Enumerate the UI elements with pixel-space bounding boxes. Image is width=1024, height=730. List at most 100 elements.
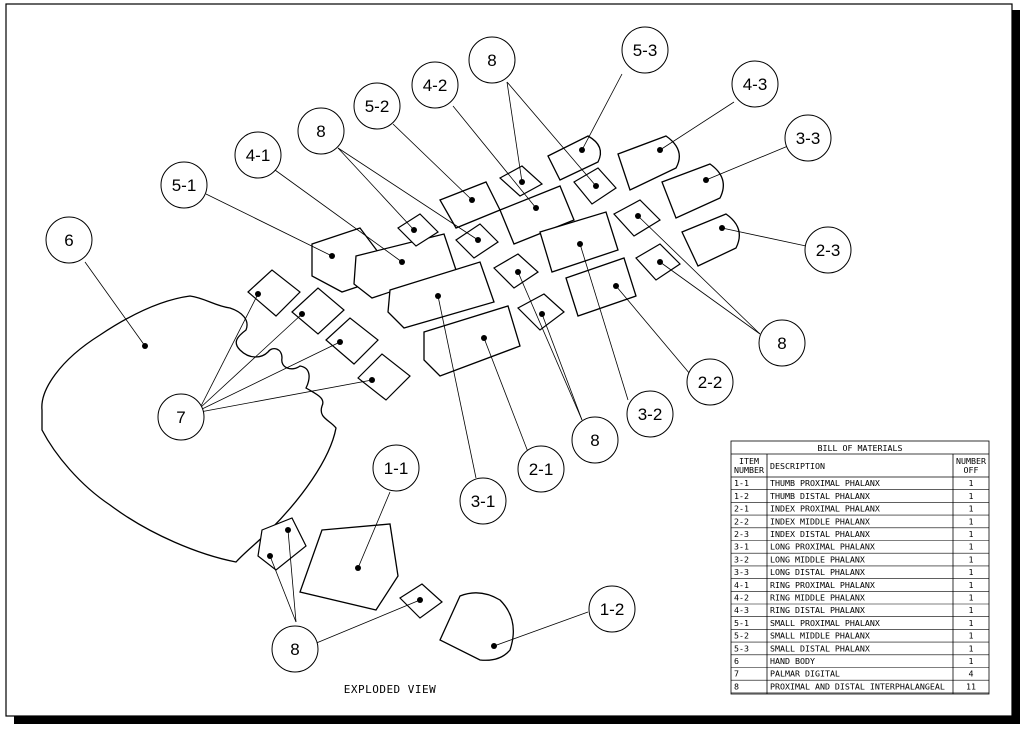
bom-row: 4-1 RING PROXIMAL PHALANX 1 <box>731 580 989 592</box>
bom-cell-item: 4-1 <box>734 580 749 590</box>
bom-cell-description: LONG MIDDLE PHALANX <box>770 554 865 564</box>
bom-cell-description: INDEX PROXIMAL PHALANX <box>770 504 880 514</box>
bom-row: 7 PALMAR DIGITAL 4 <box>731 669 989 681</box>
svg-text:3-3: 3-3 <box>796 129 821 148</box>
bom-cell-item: 3-3 <box>734 567 749 577</box>
svg-text:1-2: 1-2 <box>600 600 625 619</box>
view-caption: EXPLODED VIEW <box>344 683 437 696</box>
balloon-1-1: 1-1 <box>372 444 420 492</box>
palmar-digital-part <box>247 269 411 401</box>
bom-row: 3-1 LONG PROXIMAL PHALANX 1 <box>731 542 989 554</box>
bom-cell-description: PALMAR DIGITAL <box>770 669 840 679</box>
svg-text:7: 7 <box>176 408 185 427</box>
balloon-1-2: 1-2 <box>588 585 636 633</box>
bom-row: 8 PROXIMAL AND DISTAL INTERPHALANGEAL 11 <box>731 681 989 694</box>
balloon-2-1: 2-1 <box>517 445 565 493</box>
svg-text:4-2: 4-2 <box>423 76 448 95</box>
bom-cell-item: 6 <box>734 656 739 666</box>
balloon-8-a: 8 <box>297 107 345 155</box>
svg-text:5-3: 5-3 <box>633 41 658 60</box>
svg-text:3-2: 3-2 <box>638 405 663 424</box>
bom-cell-description: THUMB DISTAL PHALANX <box>770 491 870 501</box>
bom-cell-qty: 11 <box>966 681 976 691</box>
bom-cell-description: INDEX MIDDLE PHALANX <box>770 516 870 526</box>
bom-header-qty-line2: OFF <box>964 465 979 475</box>
bom-row: 2-2 INDEX MIDDLE PHALANX 1 <box>731 516 989 529</box>
bom-cell-item: 3-1 <box>734 542 749 552</box>
bom-cell-description: SMALL PROXIMAL PHALANX <box>770 618 880 628</box>
svg-text:8: 8 <box>316 122 325 141</box>
index-middle-part <box>565 257 637 317</box>
bom-cell-description: RING MIDDLE PHALANX <box>770 593 865 603</box>
svg-text:1-1: 1-1 <box>384 459 409 478</box>
thumb-proximal-part <box>299 523 399 611</box>
index-proximal-part <box>423 305 521 377</box>
bom-cell-description: LONG PROXIMAL PHALANX <box>770 542 875 552</box>
balloon-4-2: 4-2 <box>411 61 459 109</box>
bom-cell-item: 2-2 <box>734 516 749 526</box>
bom-cell-item: 5-1 <box>734 618 749 628</box>
bom-cell-description: PROXIMAL AND DISTAL INTERPHALANGEAL <box>770 681 945 691</box>
long-proximal-part <box>387 261 495 329</box>
svg-text:4-1: 4-1 <box>246 146 271 165</box>
leader-dots <box>142 147 725 649</box>
bom-cell-qty: 1 <box>969 478 974 488</box>
balloon-3-3: 3-3 <box>784 114 832 162</box>
bom-cell-qty: 1 <box>969 554 974 564</box>
bom-cell-qty: 1 <box>969 529 974 539</box>
balloon-2-3: 2-3 <box>804 226 852 274</box>
bom-cell-qty: 1 <box>969 643 974 653</box>
bom-cell-qty: 1 <box>969 605 974 615</box>
bom-cell-qty: 1 <box>969 516 974 526</box>
balloon-6: 6 <box>45 216 93 264</box>
bom-cell-item: 1-2 <box>734 491 749 501</box>
bom-cell-qty: 1 <box>969 542 974 552</box>
bom-cell-description: HAND BODY <box>770 656 815 666</box>
bom-cell-qty: 1 <box>969 593 974 603</box>
bom-cell-item: 2-1 <box>734 504 749 514</box>
bom-header-item-line1: ITEM <box>739 456 759 466</box>
bom-header-description: DESCRIPTION <box>770 461 825 471</box>
bom-cell-qty: 1 <box>969 618 974 628</box>
balloon-5-3: 5-3 <box>621 26 669 74</box>
balloon-5-1: 5-1 <box>160 161 208 209</box>
svg-text:2-1: 2-1 <box>529 460 554 479</box>
svg-text:6: 6 <box>64 231 73 250</box>
balloon-3-2: 3-2 <box>626 390 674 438</box>
bom-cell-item: 1-1 <box>734 478 749 488</box>
bill-of-materials-table: BILL OF MATERIALS ITEM NUMBER DESCRIPTIO… <box>730 440 990 695</box>
bom-cell-description: RING PROXIMAL PHALANX <box>770 580 875 590</box>
bom-cell-qty: 1 <box>969 567 974 577</box>
leader-lines <box>84 73 807 647</box>
balloons: 6 5-1 4-1 8 5-2 4-2 8 5-3 4-3 3-3 2-3 8 … <box>45 26 852 673</box>
parts <box>41 135 740 661</box>
ring-middle-part <box>499 185 575 245</box>
balloon-8-c: 8 <box>758 319 806 367</box>
svg-text:2-3: 2-3 <box>816 241 841 260</box>
bom-cell-qty: 4 <box>969 669 974 679</box>
svg-text:8: 8 <box>290 640 299 659</box>
bom-cell-item: 5-3 <box>734 643 749 653</box>
bom-cell-item: 3-2 <box>734 554 749 564</box>
balloon-5-2: 5-2 <box>353 82 401 130</box>
bom-cell-qty: 1 <box>969 580 974 590</box>
balloon-4-3: 4-3 <box>731 60 779 108</box>
svg-text:8: 8 <box>777 334 786 353</box>
bom-cell-item: 8 <box>734 681 739 691</box>
balloon-4-1: 4-1 <box>234 131 282 179</box>
bom-cell-item: 7 <box>734 669 739 679</box>
bom-row: 3-3 LONG DISTAL PHALANX 1 <box>731 567 989 579</box>
bom-cell-description: RING DISTAL PHALANX <box>770 605 865 615</box>
bom-cell-qty: 1 <box>969 504 974 514</box>
bom-cell-description: LONG DISTAL PHALANX <box>770 567 865 577</box>
bom-cell-item: 4-2 <box>734 593 749 603</box>
bom-cell-item: 5-2 <box>734 631 749 641</box>
svg-text:5-1: 5-1 <box>172 176 197 195</box>
bom-row: 3-2 LONG MIDDLE PHALANX 1 <box>731 554 989 567</box>
